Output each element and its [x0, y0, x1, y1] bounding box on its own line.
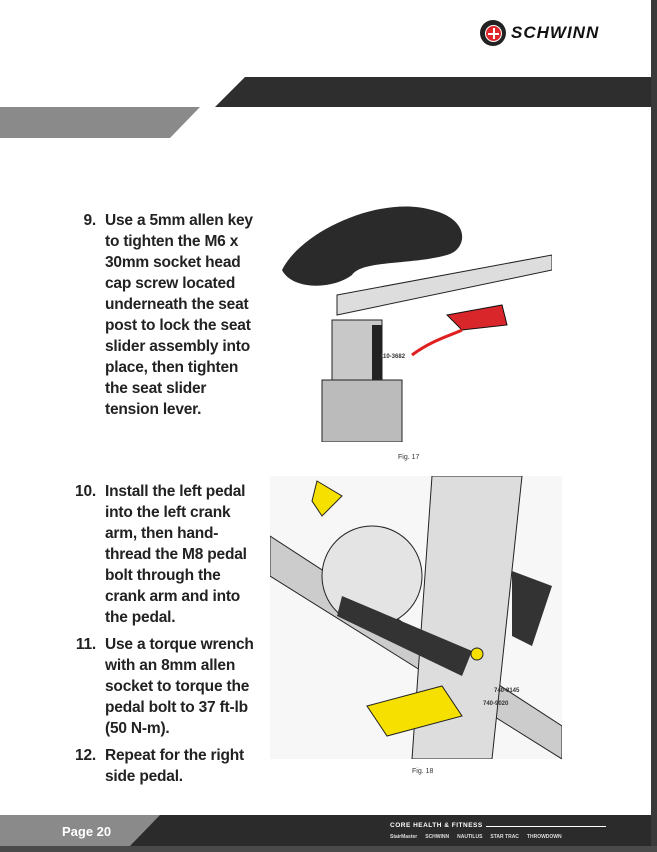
header-band-gray — [0, 107, 200, 138]
brand-stairmaster: StairMaster — [390, 834, 418, 840]
brand-star-trac: STAR TRAC — [490, 834, 519, 840]
company-name: CORE HEALTH & FITNESS — [390, 822, 606, 830]
step-9: 9. Use a 5mm allen key to tighten the M6 … — [60, 210, 263, 420]
header-band-dark — [215, 77, 651, 107]
part-label: 740-9020 — [483, 701, 509, 707]
step-number: 11. — [75, 636, 96, 653]
step-text: Install the left pedal into the left cra… — [105, 483, 247, 626]
figure-17-image: 110-3682 — [270, 190, 552, 442]
page-edge — [651, 0, 657, 852]
step-number: 9. — [83, 212, 96, 229]
step-text: Use a torque wrench with an 8mm allen so… — [105, 636, 254, 737]
part-label: 740-8145 — [494, 688, 520, 694]
step-10: 10. Install the left pedal into the left … — [60, 481, 263, 628]
schwinn-seal-icon — [480, 20, 506, 46]
company-label: CORE HEALTH & FITNESS — [390, 822, 483, 829]
brand-throwdown: THROWDOWN — [526, 834, 562, 840]
brand-nautilus: NAUTILUS — [457, 834, 483, 840]
step-number: 10. — [75, 483, 96, 500]
page-bottom-edge — [0, 846, 657, 852]
steps-group-2: 10. Install the left pedal into the left … — [60, 481, 263, 787]
part-label: 110-3682 — [380, 354, 406, 360]
figure-18-caption: Fig. 18 — [412, 768, 434, 775]
figure-17-caption: Fig. 17 — [398, 454, 420, 461]
page-number: Page 20 — [0, 815, 160, 846]
brand-schwinn: SCHWINN — [425, 834, 450, 840]
step-number: 12. — [75, 747, 96, 764]
schwinn-logo: SCHWINN — [480, 20, 599, 46]
step-12: 12. Repeat for the right side pedal. — [60, 745, 263, 787]
step-text: Use a 5mm allen key to tighten the M6 x … — [105, 212, 253, 418]
steps-group-1: 9. Use a 5mm allen key to tighten the M6 … — [60, 210, 263, 420]
brand-list: StairMaster SCHWINN NAUTILUS STAR TRAC T… — [390, 834, 562, 840]
step-11: 11. Use a torque wrench with an 8mm allen… — [60, 634, 263, 739]
brand-name: SCHWINN — [511, 23, 600, 42]
figure-18-image: 740-8145 740-9020 — [270, 476, 562, 759]
step-text: Repeat for the right side pedal. — [105, 747, 244, 785]
